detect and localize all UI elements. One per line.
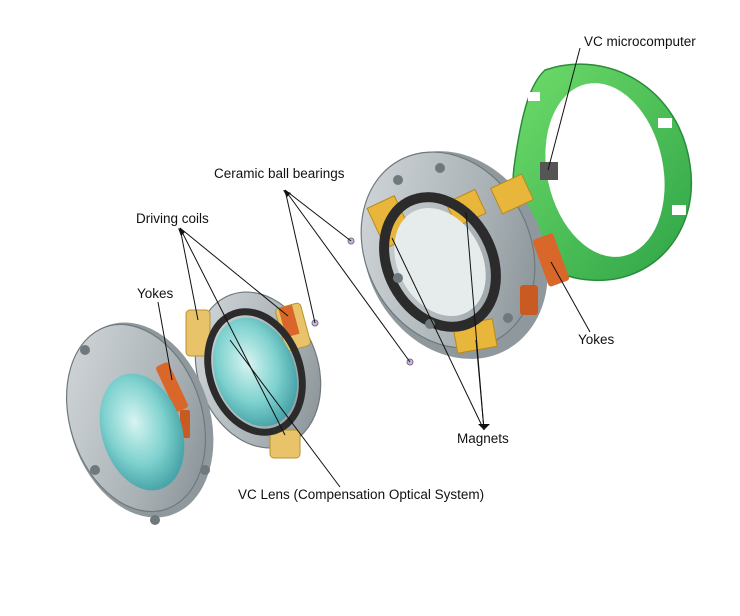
magnet-3	[490, 173, 534, 215]
microcomputer-chip	[540, 162, 558, 180]
yoke-left	[156, 362, 188, 412]
arrowheads	[178, 190, 490, 430]
label-driving-coils: Driving coils	[136, 211, 209, 226]
label-ceramic-ball-bearings: Ceramic ball bearings	[214, 166, 345, 181]
magnet-housing	[360, 151, 570, 359]
front-plate	[65, 322, 214, 525]
leader-lines	[157, 47, 591, 488]
label-yokes-right: Yokes	[578, 332, 615, 347]
yoke-right	[532, 233, 570, 287]
label-magnets: Magnets	[457, 431, 509, 446]
label-vc-microcomputer: VC microcomputer	[584, 34, 696, 49]
label-yokes-left: Yokes	[137, 286, 174, 301]
vc-microcomputer-board	[512, 63, 693, 281]
label-vc-lens: VC Lens (Compensation Optical System)	[238, 487, 485, 502]
driving-coil-3	[269, 429, 301, 459]
